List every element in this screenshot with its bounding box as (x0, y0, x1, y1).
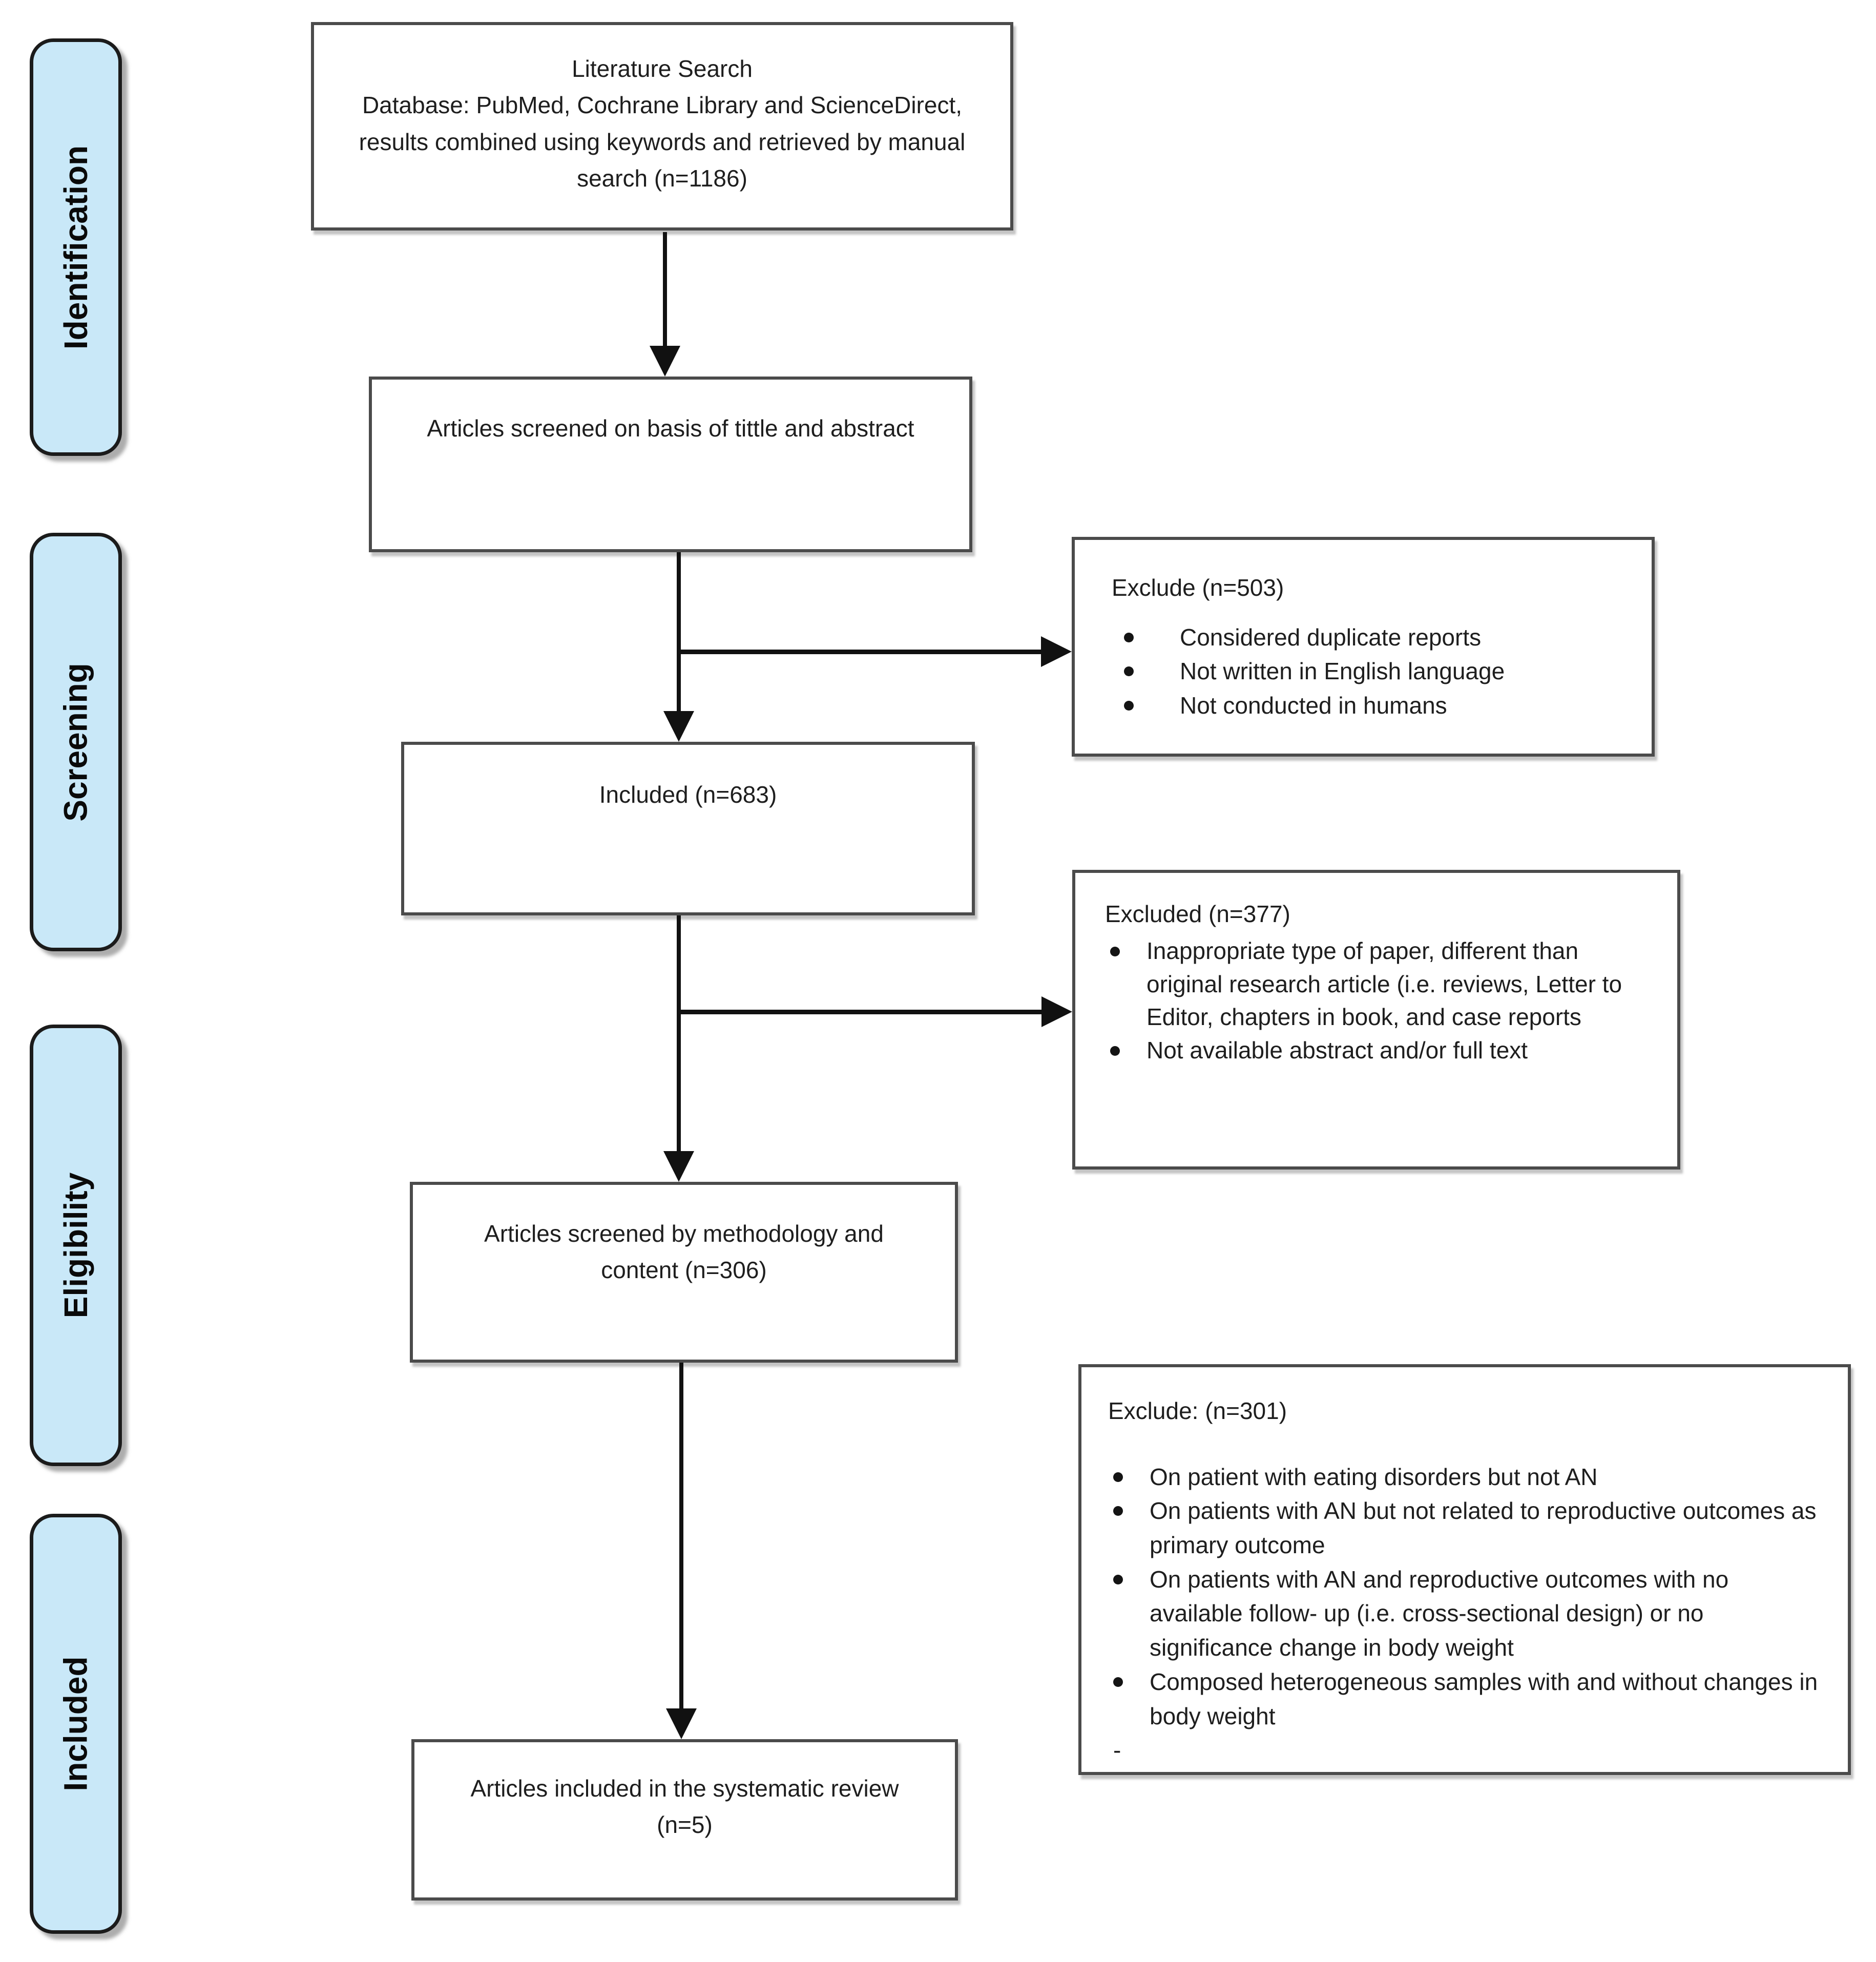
list-item: On patient with eating disorders but not… (1108, 1460, 1825, 1494)
list-item: On patients with AN and reproductive out… (1108, 1562, 1825, 1665)
list-item: Not conducted in humans (1112, 688, 1634, 723)
arrow-search-to-screen-head (650, 346, 680, 377)
bullet-icon (1113, 1677, 1123, 1687)
literature-search-box: Literature Search Database: PubMed, Coch… (311, 22, 1013, 231)
literature-search-body: Database: PubMed, Cochrane Library and S… (359, 92, 966, 192)
bullet-icon (1113, 1506, 1123, 1516)
exclude-503-box: Exclude (n=503) Considered duplicate rep… (1072, 537, 1655, 757)
exclude-503-bullet-2: Not written in English language (1180, 658, 1505, 685)
excluded-377-bullet-1: Inappropriate type of paper, different t… (1147, 937, 1622, 1031)
branch-to-excluded-377-head (1041, 996, 1072, 1027)
stage-included: Included (30, 1514, 122, 1934)
exclude-503-bullet-3: Not conducted in humans (1180, 692, 1447, 719)
arrow-screen-to-included-line (677, 552, 681, 712)
screened-title-abstract-text: Articles screened on basis of tittle and… (427, 415, 914, 442)
screened-title-abstract-box: Articles screened on basis of tittle and… (369, 377, 972, 552)
stage-included-label: Included (57, 1656, 94, 1791)
list-item: Considered duplicate reports (1112, 620, 1634, 655)
bullet-icon (1113, 1472, 1123, 1482)
stage-eligibility: Eligibility (30, 1025, 122, 1466)
stage-screening-label: Screening (57, 662, 94, 822)
exclude-301-bullet-2: On patients with AN but not related to r… (1150, 1497, 1817, 1559)
arrow-methodology-to-final-head (666, 1708, 697, 1739)
exclude-301-heading: Exclude: (n=301) (1108, 1397, 1287, 1424)
arrow-search-to-screen-line (663, 232, 667, 349)
included-review-box: Articles included in the systematic revi… (411, 1739, 958, 1901)
arrow-included-to-methodology-line (677, 915, 681, 1153)
included-review-line2: (n=5) (657, 1811, 713, 1839)
arrow-included-to-methodology-head (663, 1151, 694, 1182)
arrow-methodology-to-final-line (679, 1363, 683, 1710)
bullet-icon (1110, 1046, 1120, 1056)
literature-search-title: Literature Search (572, 55, 753, 82)
branch-to-excluded-377-line (677, 1010, 1042, 1014)
exclude-301-trailing-dash: - (1113, 1737, 1121, 1764)
exclude-301-bullet-3: On patients with AN and reproductive out… (1150, 1566, 1729, 1661)
screened-methodology-box: Articles screened by methodology and con… (410, 1182, 958, 1363)
exclude-301-bullet-4: Composed heterogeneous samples with and … (1150, 1668, 1818, 1729)
bullet-icon (1124, 666, 1134, 677)
exclude-503-bullet-1: Considered duplicate reports (1180, 623, 1482, 651)
included-683-box: Included (n=683) (401, 742, 975, 915)
stage-screening: Screening (30, 533, 122, 951)
list-item: Not written in English language (1112, 654, 1634, 688)
exclude-503-heading: Exclude (n=503) (1112, 574, 1284, 601)
excluded-377-heading: Excluded (n=377) (1105, 901, 1290, 927)
exclude-301-bullet-1: On patient with eating disorders but not… (1150, 1463, 1598, 1490)
bullet-icon (1110, 947, 1120, 957)
stage-identification: Identification (30, 38, 122, 456)
exclude-301-box: Exclude: (n=301) On patient with eating … (1078, 1364, 1851, 1775)
list-item: Inappropriate type of paper, different t… (1105, 934, 1644, 1033)
stage-eligibility-label: Eligibility (57, 1172, 94, 1319)
bullet-icon (1124, 632, 1134, 642)
included-review-line1: Articles included in the systematic revi… (470, 1775, 899, 1802)
list-item: Composed heterogeneous samples with and … (1108, 1665, 1825, 1733)
branch-to-exclude-503-line (677, 650, 1043, 654)
list-item: On patients with AN but not related to r… (1108, 1494, 1825, 1562)
bullet-icon (1113, 1574, 1123, 1584)
stage-identification-label: Identification (57, 145, 94, 349)
excluded-377-bullet-2: Not available abstract and/or full text (1147, 1036, 1528, 1063)
bullet-icon (1124, 701, 1134, 711)
included-683-text: Included (n=683) (599, 781, 777, 808)
excluded-377-box: Excluded (n=377) Inappropriate type of p… (1072, 870, 1680, 1170)
screened-methodology-text: Articles screened by methodology and con… (484, 1220, 884, 1284)
branch-to-exclude-503-head (1041, 636, 1072, 667)
list-item: Not available abstract and/or full text (1105, 1034, 1644, 1067)
arrow-screen-to-included-head (663, 711, 694, 742)
